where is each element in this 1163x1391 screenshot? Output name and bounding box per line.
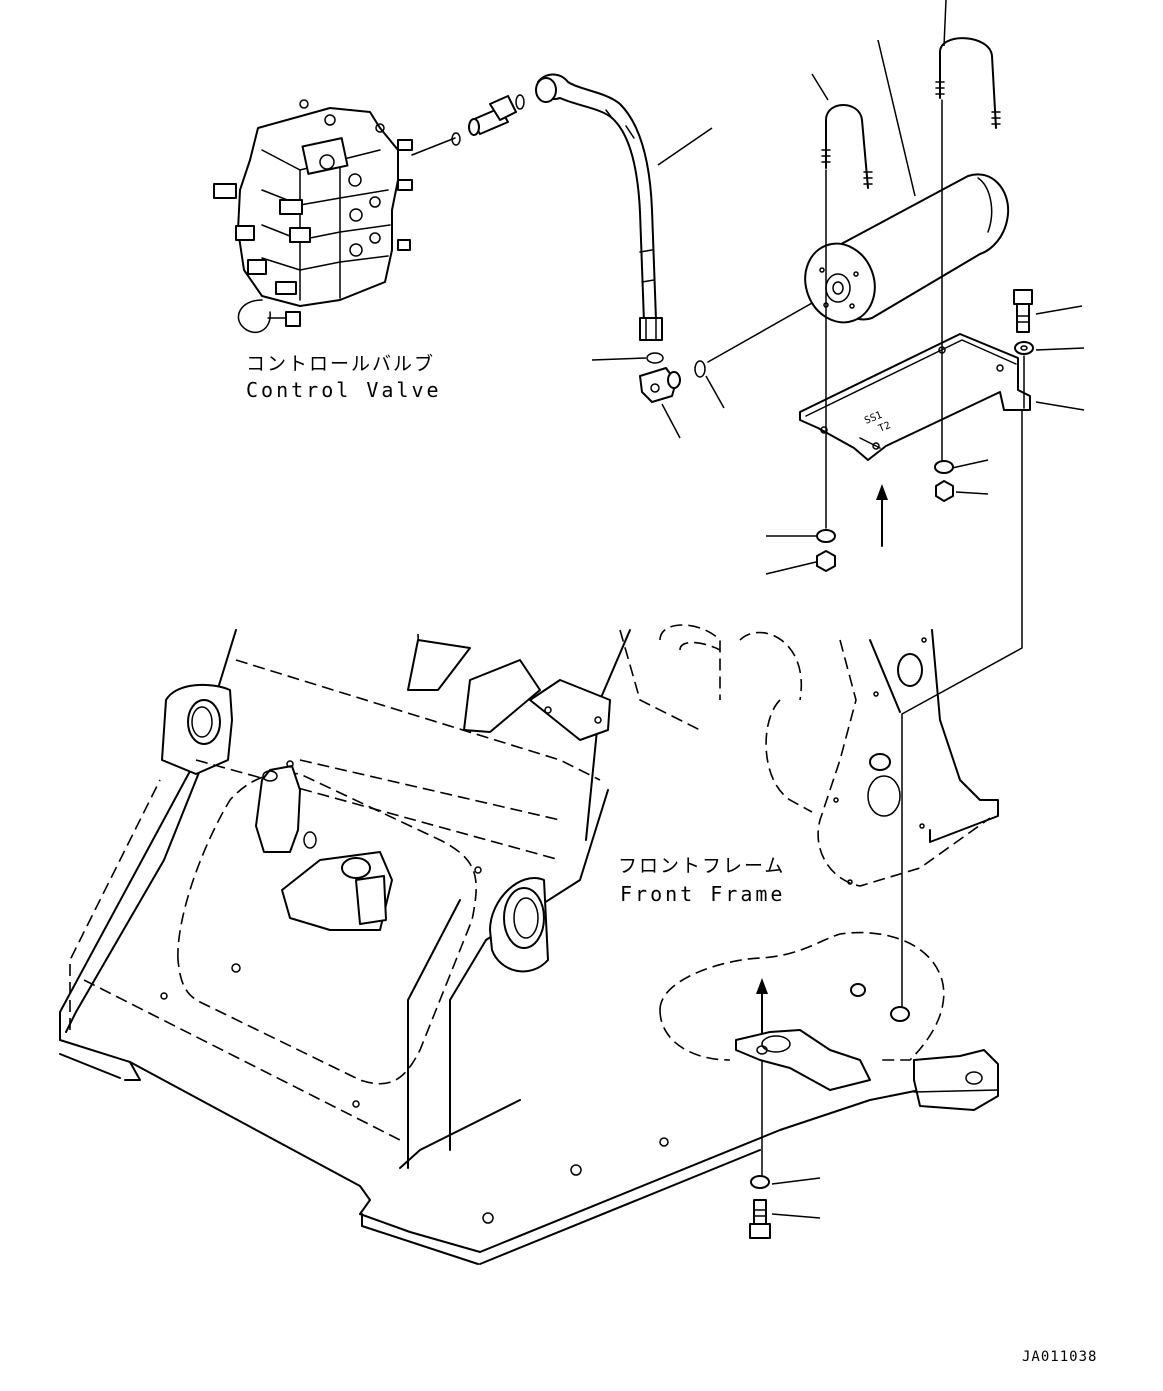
svg-text:T2: T2 xyxy=(877,420,892,435)
front-frame-label-jp: フロントフレーム xyxy=(618,855,786,877)
assembly-arrow xyxy=(756,978,768,1041)
assembly-arrow xyxy=(876,484,888,547)
control-valve-label-en: Control Valve xyxy=(246,378,442,402)
drawing-code: JA011038 xyxy=(1022,1349,1098,1365)
leader-lines xyxy=(591,0,1085,1219)
nut xyxy=(816,550,836,572)
accumulator xyxy=(804,173,1010,324)
bolt xyxy=(1013,289,1033,333)
hydraulic-hose xyxy=(535,73,663,341)
nut xyxy=(935,480,954,502)
washer xyxy=(1014,341,1034,355)
washer xyxy=(816,529,836,543)
bolt xyxy=(749,1199,771,1239)
o-ring xyxy=(694,360,706,378)
control-valve-label-jp: コントロールバルブ xyxy=(246,353,436,375)
front-frame-label-en: Front Frame xyxy=(620,882,786,906)
connector-fitting xyxy=(411,94,525,156)
front-frame xyxy=(59,624,999,1265)
u-bolt xyxy=(935,37,1001,129)
washer xyxy=(750,1175,770,1189)
o-ring xyxy=(646,352,664,364)
control-valve xyxy=(213,99,413,333)
u-bolt xyxy=(821,104,873,189)
elbow-fitting xyxy=(639,367,681,403)
washer xyxy=(934,460,954,474)
bracket: SS1 T2 xyxy=(799,333,1031,461)
